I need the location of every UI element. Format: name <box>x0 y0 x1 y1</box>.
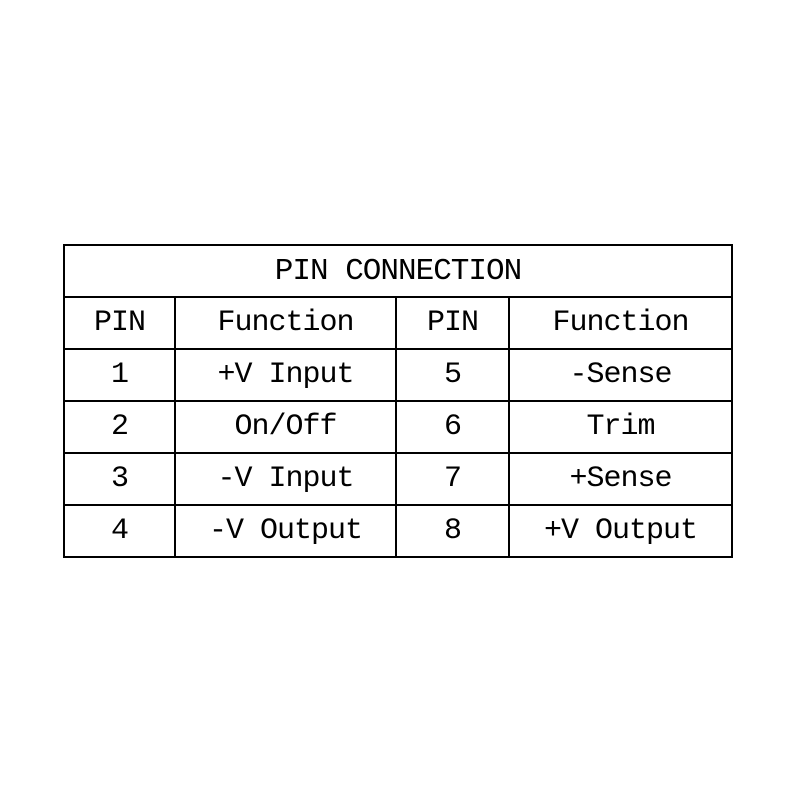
table-row: 4 -V Output 8 +V Output <box>63 504 734 558</box>
pin-number-cell: 1 <box>63 348 176 402</box>
pin-number-cell: 7 <box>395 452 510 506</box>
pin-function-cell: +V Output <box>507 504 734 558</box>
table-title: PIN CONNECTION <box>62 244 734 298</box>
pin-number-cell: 6 <box>395 400 510 454</box>
table-row: 2 On/Off 6 Trim <box>63 400 734 454</box>
pin-number-cell: 5 <box>395 348 510 402</box>
pin-function-cell: -V Output <box>174 504 397 558</box>
column-header-function-right: Function <box>507 296 734 350</box>
pin-function-cell: +Sense <box>507 452 734 506</box>
table-row: 3 -V Input 7 +Sense <box>63 452 734 506</box>
pin-connection-table: PIN CONNECTION PIN Function PIN Function… <box>62 244 734 558</box>
pin-function-cell: +V Input <box>174 348 397 402</box>
pin-number-cell: 2 <box>63 400 176 454</box>
pin-function-cell: -Sense <box>507 348 734 402</box>
column-header-pin-left: PIN <box>63 296 176 350</box>
pin-function-cell: On/Off <box>174 400 397 454</box>
column-header-function-left: Function <box>174 296 397 350</box>
pin-function-cell: -V Input <box>174 452 397 506</box>
pin-number-cell: 3 <box>63 452 176 506</box>
pin-number-cell: 8 <box>395 504 510 558</box>
title-row: PIN CONNECTION <box>62 244 734 298</box>
pin-number-cell: 4 <box>63 504 176 558</box>
column-header-pin-right: PIN <box>395 296 510 350</box>
header-row: PIN Function PIN Function <box>63 296 734 350</box>
table-row: 1 +V Input 5 -Sense <box>63 348 734 402</box>
pin-function-cell: Trim <box>507 400 734 454</box>
